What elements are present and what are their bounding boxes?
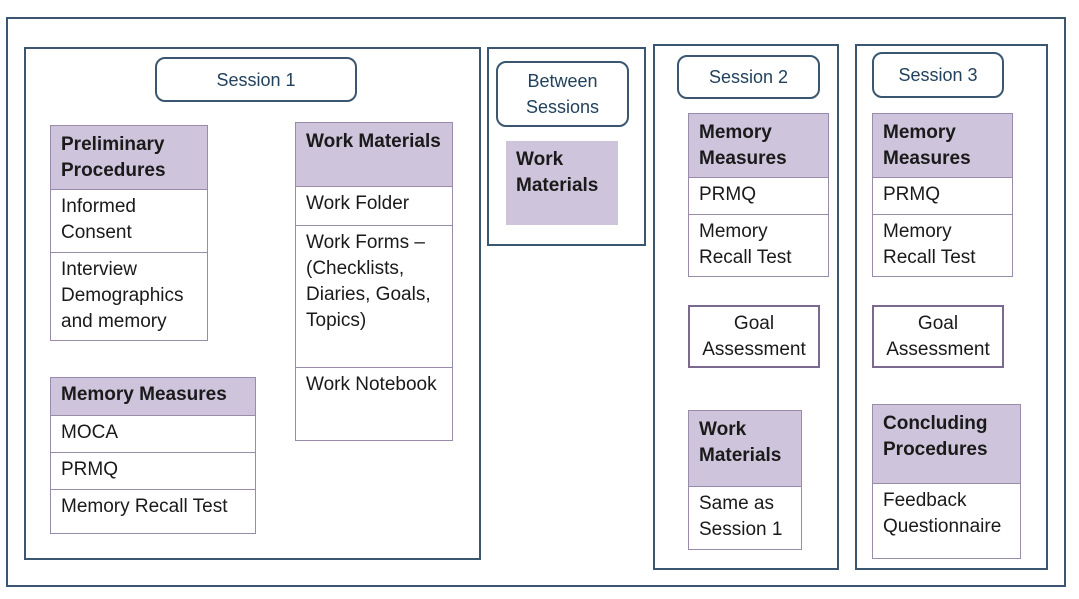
work-materials-box-session2: Work Materials Same as Session 1 bbox=[688, 410, 802, 550]
list-item: PRMQ bbox=[689, 177, 828, 214]
session3-title: Session 3 bbox=[872, 52, 1004, 98]
goal-assessment-box-session3: Goal Assessment bbox=[872, 305, 1004, 368]
concluding-procedures-header: Concluding Procedures bbox=[873, 405, 1020, 483]
memory-measures-header: Memory Measures bbox=[689, 114, 828, 177]
memory-measures-box-session2: Memory Measures PRMQ Memory Recall Test bbox=[688, 113, 829, 277]
between-sessions-column bbox=[487, 47, 646, 246]
list-item: Informed Consent bbox=[51, 189, 207, 252]
work-materials-header: Work Materials bbox=[296, 123, 452, 186]
preliminary-procedures-header: Preliminary Procedures bbox=[51, 126, 207, 189]
list-item: Work Folder bbox=[296, 186, 452, 225]
list-item: MOCA bbox=[51, 415, 255, 452]
list-item: Memory Recall Test bbox=[689, 214, 828, 276]
list-item: Work Forms – (Checklists, Diaries, Goals… bbox=[296, 225, 452, 367]
memory-measures-box-session1: Memory Measures MOCA PRMQ Memory Recall … bbox=[50, 377, 256, 534]
memory-measures-header: Memory Measures bbox=[51, 378, 255, 415]
list-item: Work Notebook bbox=[296, 367, 452, 440]
between-sessions-title: Between Sessions bbox=[496, 61, 629, 127]
session1-column bbox=[24, 47, 481, 560]
preliminary-procedures-box: Preliminary Procedures Informed Consent … bbox=[50, 125, 208, 341]
session2-title: Session 2 bbox=[677, 55, 820, 99]
list-item: Memory Recall Test bbox=[873, 214, 1012, 276]
list-item: PRMQ bbox=[51, 452, 255, 489]
list-item: Memory Recall Test bbox=[51, 489, 255, 533]
memory-measures-header: Memory Measures bbox=[873, 114, 1012, 177]
list-item: Feedback Questionnaire bbox=[873, 483, 1020, 559]
memory-measures-box-session3: Memory Measures PRMQ Memory Recall Test bbox=[872, 113, 1013, 277]
diagram-frame bbox=[6, 17, 1066, 587]
between-work-materials: Work Materials bbox=[506, 141, 618, 225]
list-item: Same as Session 1 bbox=[689, 486, 801, 550]
session2-column bbox=[653, 44, 839, 570]
list-item: Interview Demographics and memory bbox=[51, 252, 207, 340]
goal-assessment-box-session2: Goal Assessment bbox=[688, 305, 820, 368]
concluding-procedures-box: Concluding Procedures Feedback Questionn… bbox=[872, 404, 1021, 559]
work-materials-header: Work Materials bbox=[689, 411, 801, 486]
work-materials-box-session1: Work Materials Work Folder Work Forms – … bbox=[295, 122, 453, 441]
session3-column bbox=[855, 44, 1048, 570]
session1-title: Session 1 bbox=[155, 57, 357, 102]
list-item: PRMQ bbox=[873, 177, 1012, 214]
